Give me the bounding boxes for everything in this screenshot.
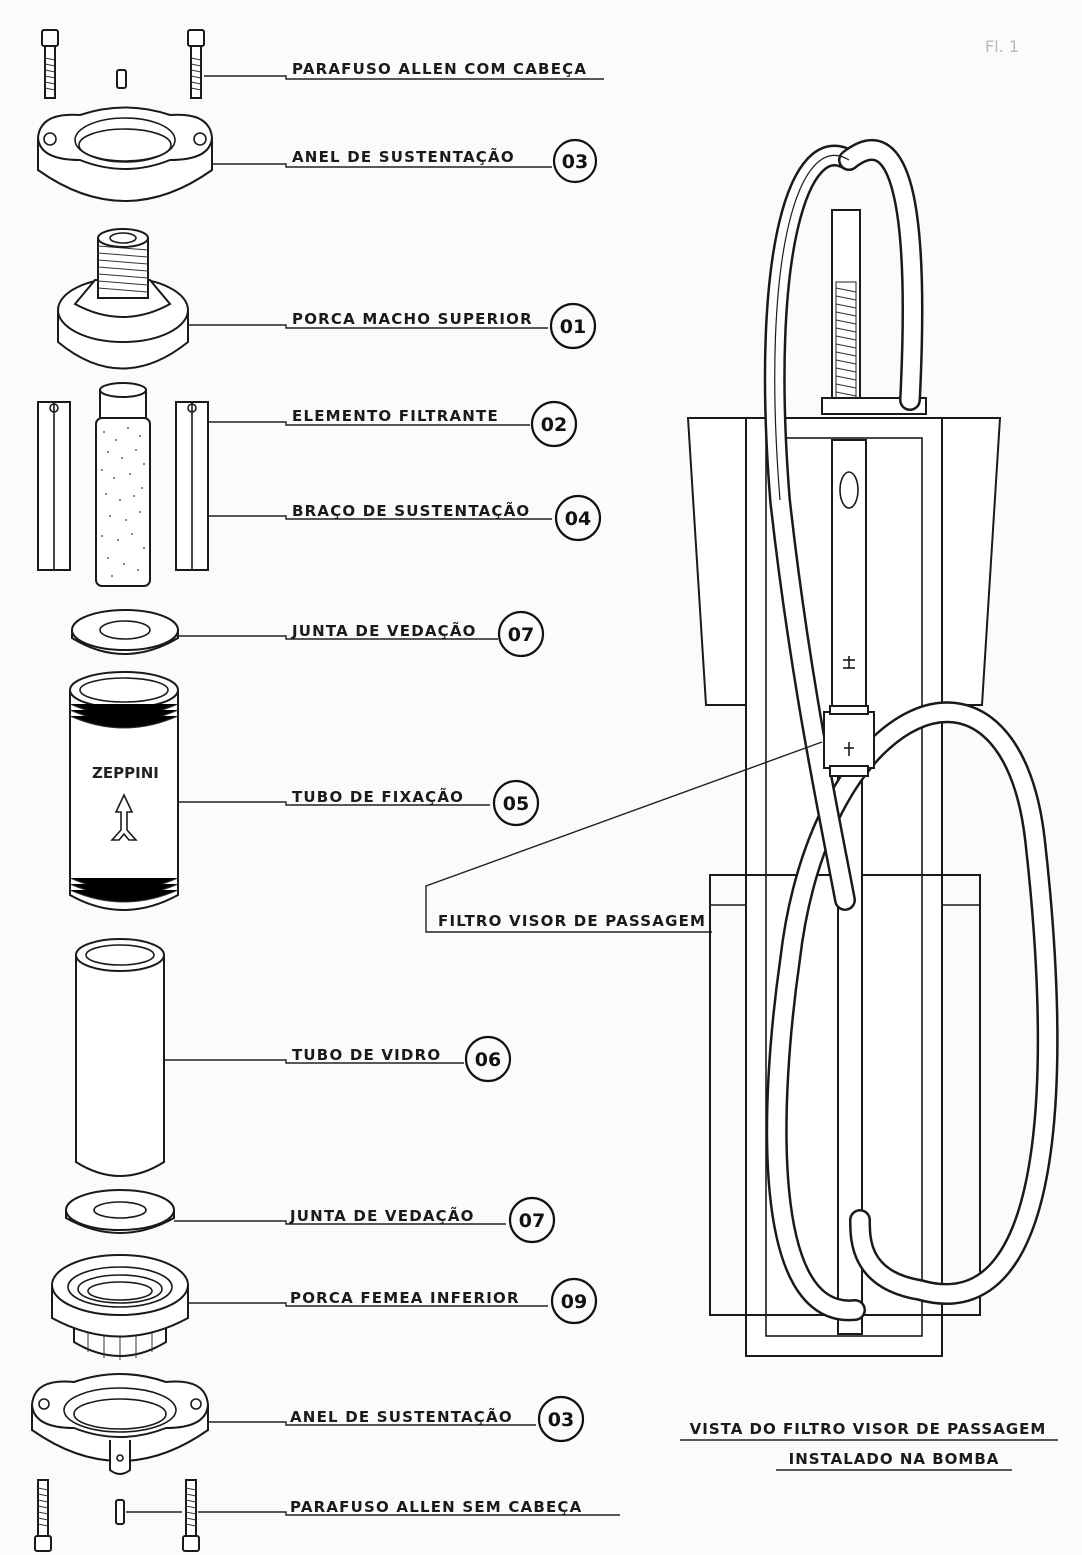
part-number: 07 xyxy=(519,1210,545,1232)
part-label: PORCA FEMEA INFERIOR xyxy=(290,1289,520,1307)
filter-element-illustration xyxy=(95,382,151,587)
support-ring-bottom-illustration xyxy=(30,1373,210,1475)
callout-label: FILTRO VISOR DE PASSAGEM xyxy=(438,912,706,930)
part-label: TUBO DE VIDRO xyxy=(292,1046,441,1064)
part-label: PARAFUSO ALLEN SEM CABEÇA xyxy=(290,1498,582,1516)
allen-screw-with-head-illustration xyxy=(41,29,205,99)
part-number: 02 xyxy=(541,414,567,436)
installed-filter-callout: FILTRO VISOR DE PASSAGEM xyxy=(425,741,823,933)
part-number-badge xyxy=(464,1035,512,1083)
part-label: JUNTA DE VEDAÇÃO xyxy=(289,1206,475,1225)
part-label: TUBO DE FIXAÇÃO xyxy=(292,787,464,806)
sealing-gasket-lower-illustration xyxy=(65,1189,175,1234)
part-number: 05 xyxy=(503,793,529,815)
brand-label: ZEPPINI xyxy=(92,764,159,782)
support-arms-illustration xyxy=(37,401,209,571)
part-number-badge xyxy=(554,494,602,542)
view-title-line-1: VISTA DO FILTRO VISOR DE PASSAGEM xyxy=(690,1420,1047,1438)
upper-male-nut-illustration xyxy=(57,228,189,370)
part-label: BRAÇO DE SUSTENTAÇÃO xyxy=(292,501,530,520)
part-label: ANEL DE SUSTENTAÇÃO xyxy=(290,1407,513,1426)
part-callouts: PARAFUSO ALLEN COM CABEÇA ANEL DE SUSTEN… xyxy=(126,60,620,1516)
part-number-badge xyxy=(492,779,540,827)
glass-tube-illustration xyxy=(75,938,165,1177)
fixing-tube-illustration: ZEPPINI xyxy=(69,671,179,911)
part-number-badge xyxy=(550,1277,598,1325)
pump-installed-view xyxy=(686,139,1059,1357)
installed-view-title: VISTA DO FILTRO VISOR DE PASSAGEM INSTAL… xyxy=(680,1420,1058,1471)
part-number-badge xyxy=(497,610,545,658)
lower-female-nut-illustration xyxy=(51,1254,189,1360)
corner-mark: Fl. 1 xyxy=(985,37,1019,56)
allen-screw-without-head-illustration xyxy=(34,1479,200,1552)
part-number: 03 xyxy=(562,151,588,173)
part-number-badge xyxy=(552,138,598,184)
support-ring-top-illustration xyxy=(36,106,214,202)
part-number-badge xyxy=(549,302,597,350)
part-number-badge xyxy=(537,1395,585,1443)
view-title-line-2: INSTALADO NA BOMBA xyxy=(789,1450,1000,1468)
part-number: 04 xyxy=(565,508,591,530)
part-label: JUNTA DE VEDAÇÃO xyxy=(291,621,477,640)
part-number: 07 xyxy=(508,624,534,646)
part-label: ANEL DE SUSTENTAÇÃO xyxy=(292,147,515,166)
part-number: 03 xyxy=(548,1409,574,1431)
part-number: 06 xyxy=(475,1049,501,1071)
part-number: 01 xyxy=(560,316,586,338)
part-number: 09 xyxy=(561,1291,587,1313)
sealing-gasket-upper-illustration xyxy=(71,609,179,655)
part-label: PORCA MACHO SUPERIOR xyxy=(292,310,533,328)
part-number-badge xyxy=(508,1196,556,1244)
part-label: PARAFUSO ALLEN COM CABEÇA xyxy=(292,60,587,78)
part-label: ELEMENTO FILTRANTE xyxy=(292,407,499,425)
part-number-badge xyxy=(530,400,578,448)
